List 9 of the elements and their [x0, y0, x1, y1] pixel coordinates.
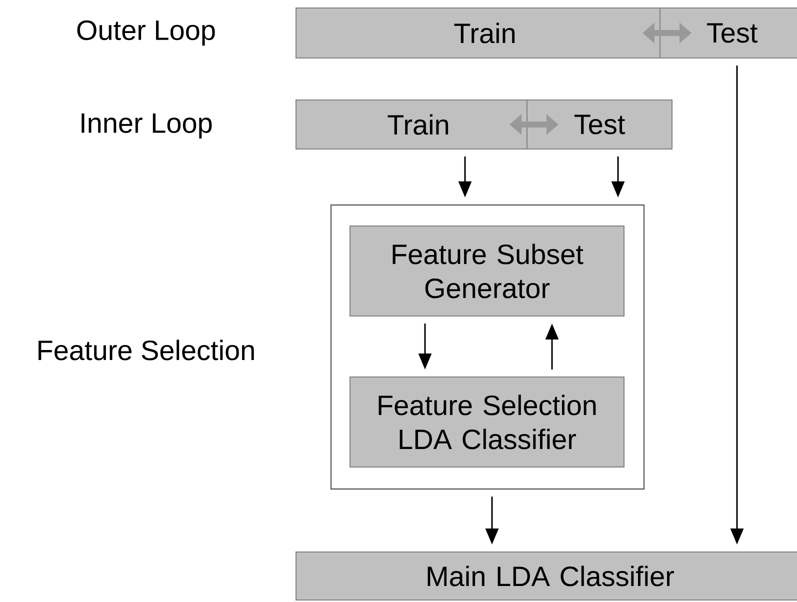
row-label: Inner Loop [82, 113, 212, 139]
row-label: Outer Loop [77, 20, 215, 46]
process-box: Feature Subset Generator [350, 226, 624, 316]
band-box: Train [296, 100, 542, 150]
row-label: Feature Selection [38, 340, 254, 360]
band-box: Test [526, 100, 672, 150]
band-box: Main LDA Classifier [296, 552, 797, 600]
band-box: Test [660, 8, 797, 58]
process-box: Feature Selection LDA Classifier [350, 376, 624, 468]
